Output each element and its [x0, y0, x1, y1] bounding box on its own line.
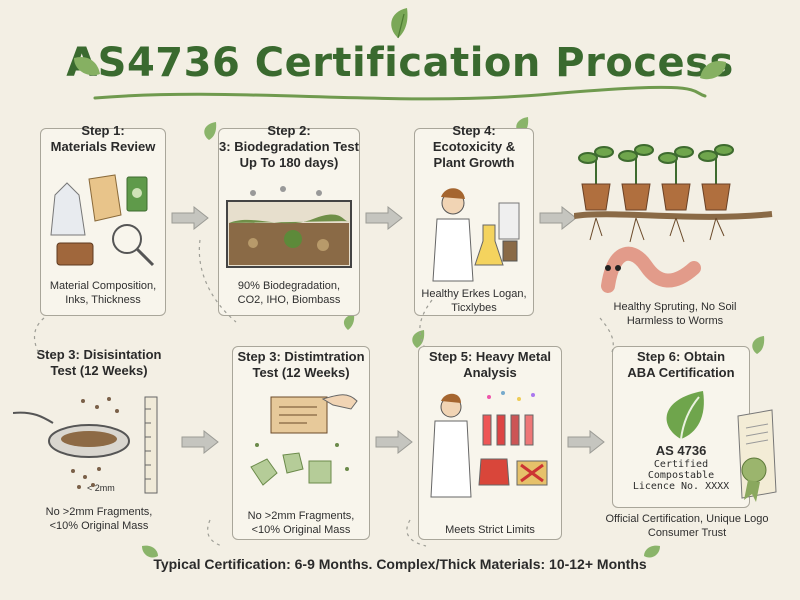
leaf-icon [204, 122, 217, 140]
step-3b-title: Step 3: Distimtration [237, 349, 365, 364]
step-1-caption-line: Material Composition, [49, 280, 157, 292]
compostable-leaf-logo-icon [666, 391, 704, 440]
heavy-metal-lab-illustration [430, 391, 548, 498]
plant-growth-caption-line: Harmless to Worms [626, 315, 724, 327]
step-2-card: Step 2: 3: Biodegradation Test Up To 180… [218, 123, 360, 316]
plant-growth-caption-line: Healthy Spruting, No Soil [613, 301, 737, 313]
step-6-card: Step 6: Obtain ABA Certification AS 4736… [612, 346, 750, 508]
certificate-line: Certified [653, 459, 709, 470]
step-1-card: Step 1: Materials Review Material Compos… [40, 123, 166, 316]
step-6-caption-line: Consumer Trust [647, 527, 727, 539]
step-3-caption: No >2mm Fragments, <10% Original Mass [31, 505, 167, 533]
arrow-right-icon [567, 430, 605, 454]
certificate-text: Certified Compostable Licence No. XXXX [613, 459, 749, 492]
step-3-disintegration-card: Step 3: Disisintation Test (12 Weeks) < … [13, 346, 168, 540]
step-4-caption-line: Healthy Erkes Logan, [421, 288, 527, 300]
step-3b-caption-line: No >2mm Fragments, [247, 510, 355, 522]
sieve-illustration [13, 396, 158, 494]
plants-and-worm-illustration [574, 144, 773, 293]
step-3-title: Step 3: Disisintation [36, 347, 162, 362]
leaf-icon [142, 545, 158, 558]
step-5-caption-line: Meets Strict Limits [445, 524, 535, 536]
ruler-label: < 2mm [87, 483, 115, 493]
step-3b-heading: Step 3: Distimtration Test (12 Weeks) [233, 349, 369, 381]
leaf-icon [391, 8, 408, 39]
step-6-subtitle: ABA Certification [627, 365, 735, 380]
plant-growth-caption: Healthy Spruting, No Soil Harmless to Wo… [580, 300, 770, 328]
step-2-caption: 90% Biodegradation, CO2, IHO, Biombass [219, 279, 359, 307]
step-6-caption: Official Certification, Unique Logo Cons… [592, 512, 782, 540]
step-3-caption-line: No >2mm Fragments, [45, 506, 153, 518]
step-2-caption-line: 90% Biodegradation, [237, 280, 341, 292]
arrow-right-icon [539, 206, 577, 230]
step-2-caption-line: CO2, IHO, Biombass [237, 294, 341, 306]
certificate-licence: Licence No. XXXX [632, 481, 730, 492]
step-4-card: Step 4: Ecotoxicity & Plant Growth Healt… [411, 123, 537, 316]
step-3-subtitle: Test (12 Weeks) [50, 363, 148, 378]
certificate-line: Compostable [647, 470, 715, 481]
step-1-number: Step 1: [81, 123, 125, 138]
biodegradation-tank-illustration [226, 186, 352, 268]
step-6-heading: Step 6: Obtain ABA Certification [613, 349, 749, 381]
step-1-heading: Step 1: Materials Review [41, 123, 165, 155]
step-4-number: Step 4: [452, 123, 496, 138]
step-2-number: Step 2: [267, 123, 311, 138]
step-3-caption-line: <10% Original Mass [49, 520, 149, 532]
scroll-rosette-icon [737, 409, 777, 502]
step-3-heading: Step 3: Disisintation Test (12 Weeks) [31, 347, 167, 379]
step-5-subtitle: Analysis [463, 365, 517, 380]
footer-note: Typical Certification: 6-9 Months. Compl… [153, 556, 647, 572]
step-3b-caption-line: <10% Original Mass [251, 524, 351, 536]
scientist-illustration [432, 188, 520, 282]
leaf-icon [644, 545, 660, 558]
step-4-title: Ecotoxicity & [432, 139, 516, 154]
fragments-illustration [250, 394, 358, 486]
step-5-title: Step 5: Heavy Metal [428, 349, 552, 364]
materials-illustration [50, 174, 155, 267]
leaf-icon [752, 336, 765, 354]
step-2-title: 3: Biodegradation Test [219, 139, 359, 154]
step-3-distintegration-card: Step 3: Distimtration Test (12 Weeks) No… [232, 346, 370, 540]
title-underline [93, 85, 707, 101]
step-5-caption: Meets Strict Limits [419, 523, 561, 537]
step-1-caption: Material Composition, Inks, Thickness [41, 279, 165, 307]
step-4-heading: Step 4: Ecotoxicity & Plant Growth [415, 123, 533, 171]
certificate-code: AS 4736 [655, 443, 707, 458]
step-3b-subtitle: Test (12 Weeks) [252, 365, 350, 380]
step-5-heading: Step 5: Heavy Metal Analysis [419, 349, 561, 381]
page-title: AS4736 Certification Process [66, 40, 734, 86]
leaf-icon [700, 60, 726, 80]
step-5-card: Step 5: Heavy Metal Analysis Meets Stric… [418, 346, 562, 540]
step-1-caption-line: Inks, Thickness [65, 294, 141, 306]
arrow-right-icon [171, 206, 209, 230]
step-2-heading: Step 2: 3: Biodegradation Test Up To 180… [219, 123, 359, 171]
step-4-caption: Healthy Erkes Logan, Ticxlybes [411, 287, 537, 315]
leaf-icon [343, 314, 355, 330]
step-4-subtitle: Plant Growth [433, 155, 515, 170]
leaf-icon [74, 56, 100, 76]
step-6-title: Step 6: Obtain [636, 349, 726, 364]
arrow-right-icon [181, 430, 219, 454]
arrow-right-icon [375, 430, 413, 454]
step-4-caption-line: Ticxlybes [451, 302, 497, 314]
step-1-title: Materials Review [50, 139, 156, 154]
arrow-right-icon [365, 206, 403, 230]
step-6-caption-line: Official Certification, Unique Logo [605, 513, 769, 525]
step-2-subtitle: Up To 180 days) [239, 155, 339, 170]
step-3b-caption: No >2mm Fragments, <10% Original Mass [233, 509, 369, 537]
